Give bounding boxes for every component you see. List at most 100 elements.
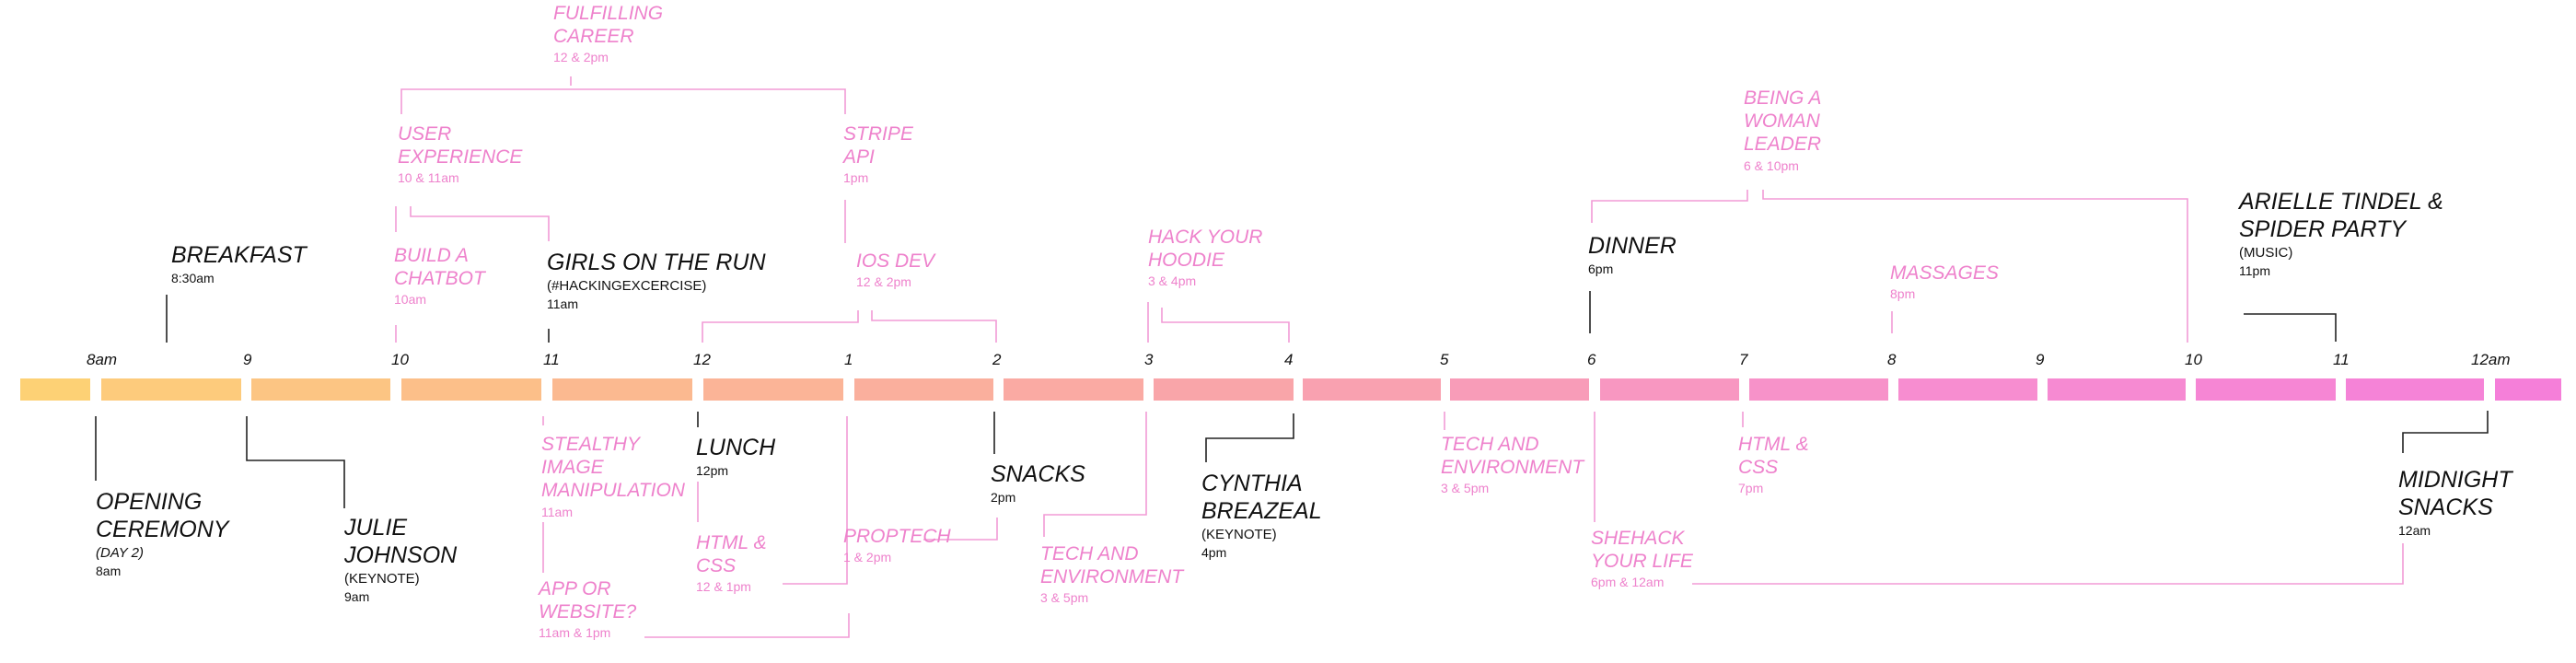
event-time: 6 & 10pm: [1744, 157, 1799, 173]
workshop-connector-line: [400, 88, 846, 114]
event-title: FULFILLING CAREER: [553, 3, 664, 48]
hour-label: 9: [243, 351, 252, 368]
event-time: 12 & 2pm: [553, 50, 609, 65]
main-connector-line: [2244, 313, 2337, 342]
event-time: 8am: [96, 564, 122, 578]
event-app-or-website: APP OR WEBSITE? 11am & 1pm: [539, 577, 636, 641]
event-time: 4pm: [1201, 545, 1227, 560]
event-title: DINNER: [1588, 233, 1677, 259]
main-connector-line: [1205, 413, 1294, 462]
event-arielle-tindel: ARIELLE TINDEL & SPIDER PARTY (MUSIC) 11pm: [2239, 188, 2443, 279]
timeline-segment: [101, 378, 241, 401]
event-title: SHEHACK YOUR LIFE: [1591, 528, 1693, 573]
workshop-connector-line: [1692, 543, 2404, 585]
event-time: 10 & 11am: [398, 170, 459, 186]
event-time: 12am: [2398, 523, 2431, 538]
event-time: 3 & 5pm: [1040, 590, 1089, 606]
hour-label: 9: [2036, 351, 2045, 368]
event-julie-johnson: JULIE JOHNSON(KEYNOTE)9am: [344, 514, 457, 605]
event-title: MIDNIGHT SNACKS: [2398, 467, 2512, 520]
event-time: 9am: [344, 589, 370, 604]
event-time: 6pm & 12am: [1591, 575, 1665, 590]
event-title: OPENING CEREMONY: [96, 489, 229, 542]
event-time: 1 & 2pm: [843, 550, 892, 565]
workshop-connector-line: [410, 206, 550, 241]
main-connector-line: [246, 416, 345, 508]
event-subtitle: (KEYNOTE): [344, 571, 420, 587]
timeline-segment: [1004, 378, 1143, 401]
event-fulfilling-career: FULFILLING CAREER 12 & 2pm: [553, 2, 663, 65]
timeline-segment: [1154, 378, 1294, 401]
event-time: 11am: [541, 504, 573, 519]
workshop-connector-line: [1161, 308, 1290, 343]
event-time: 2pm: [991, 490, 1016, 505]
event-ios-dev: IOS DEV 12 & 2pm: [856, 250, 934, 290]
event-time: 1pm: [843, 170, 869, 186]
event-time: 11pm: [2239, 263, 2270, 278]
event-title: HTML & CSS: [1738, 434, 1809, 479]
timeline-segment: [854, 378, 993, 401]
event-title: STEALTHY IMAGE MANIPULATION: [541, 434, 685, 502]
event-time: 12 & 2pm: [856, 274, 911, 290]
event-time: 11am: [547, 297, 578, 311]
event-title: BREAKFAST: [171, 242, 307, 268]
event-title: BUILD A CHATBOT: [394, 245, 485, 290]
event-title: HTML & CSS: [696, 532, 767, 577]
event-subtitle: (#HACKINGEXCERCISE): [547, 278, 707, 294]
workshop-connector-line: [644, 613, 850, 638]
event-massages: MASSAGES 8pm: [1890, 262, 1999, 302]
workshop-connector-line: [871, 310, 997, 343]
event-girls-on-the-run: GIRLS ON THE RUN(#HACKINGEXCERCISE)11am: [547, 249, 766, 312]
event-cynthia-breazeal: CYNTHIA BREAZEAL (KEYNOTE) 4pm: [1201, 470, 1322, 561]
event-html-css-evening: HTML & CSS 7pm: [1738, 433, 1809, 496]
event-title: APP OR WEBSITE?: [539, 578, 637, 623]
workshop-connector-line: [783, 416, 848, 585]
event-time: 10am: [394, 292, 427, 308]
timeline-segment: [2495, 378, 2561, 401]
event-title: IOS DEV: [856, 250, 935, 272]
hour-label: 3: [1144, 351, 1154, 368]
workshop-connector-line: [1591, 190, 1748, 223]
event-title: HACK YOUR HOODIE: [1148, 227, 1263, 272]
event-subtitle: (MUSIC): [2239, 245, 2293, 261]
hour-label: 11: [2333, 351, 2350, 368]
event-time: 12 & 1pm: [696, 579, 751, 595]
event-midnight-snacks: MIDNIGHT SNACKS 12am: [2398, 466, 2512, 539]
event-time: 8pm: [1890, 286, 1916, 302]
hour-label: 6: [1587, 351, 1596, 368]
hour-label: 1: [844, 351, 853, 368]
event-title: ARIELLE TINDEL & SPIDER PARTY: [2239, 189, 2443, 242]
event-subtitle: (DAY 2): [96, 545, 144, 561]
timeline-segment: [552, 378, 692, 401]
event-html-css-day: HTML & CSS 12 & 1pm: [696, 531, 767, 595]
workshop-connector-line: [702, 310, 859, 343]
timeline-segment: [1600, 378, 1739, 401]
event-title: LUNCH: [696, 435, 776, 460]
event-time: 3 & 5pm: [1441, 481, 1490, 496]
event-shehack-your-life: SHEHACK YOUR LIFE 6pm & 12am: [1591, 527, 1693, 590]
hour-label: 7: [1739, 351, 1748, 368]
event-time: 8:30am: [171, 271, 215, 285]
hour-label: 12am: [2471, 351, 2511, 368]
event-subtitle: (KEYNOTE): [1201, 527, 1277, 542]
event-title: MASSAGES: [1890, 262, 1999, 284]
event-title: STRIPE API: [843, 123, 913, 169]
timeline-segment: [2048, 378, 2186, 401]
timeline-segment: [2196, 378, 2336, 401]
hour-label: 2: [992, 351, 1002, 368]
hour-label: 12: [693, 351, 711, 368]
event-title: BEING A WOMAN LEADER: [1744, 87, 1822, 156]
hour-label: 8: [1887, 351, 1897, 368]
event-time: 3 & 4pm: [1148, 273, 1197, 289]
event-time: 7pm: [1738, 481, 1764, 496]
event-time: 11am & 1pm: [539, 625, 611, 641]
event-title: CYNTHIA BREAZEAL: [1201, 471, 1322, 524]
